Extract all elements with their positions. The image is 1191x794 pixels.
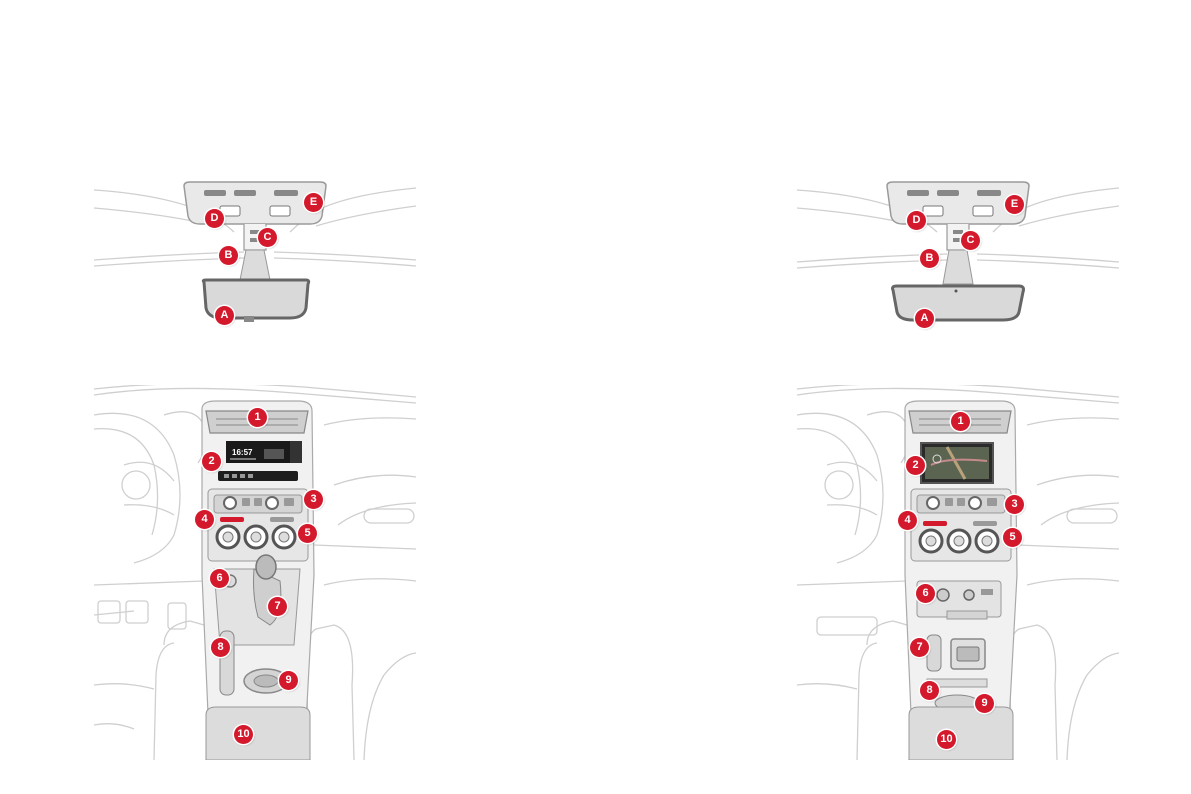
mirror-diagram-left: A B C D E bbox=[94, 180, 416, 330]
callout-a: A bbox=[915, 309, 934, 328]
mirror-diagram-right: A B C D E bbox=[797, 180, 1119, 335]
mirror-illustration-left bbox=[94, 181, 416, 322]
callout-e: E bbox=[1005, 195, 1024, 214]
callout-4: 4 bbox=[195, 510, 214, 529]
callout-10: 10 bbox=[234, 725, 253, 744]
callout-d: D bbox=[907, 211, 926, 230]
callout-b: B bbox=[920, 249, 939, 268]
callout-4: 4 bbox=[898, 511, 917, 530]
callout-6: 6 bbox=[916, 584, 935, 603]
callout-a: A bbox=[215, 306, 234, 325]
callout-7: 7 bbox=[268, 597, 287, 616]
display-time: 16:57 bbox=[232, 448, 253, 457]
callout-7: 7 bbox=[910, 638, 929, 657]
callout-3: 3 bbox=[1005, 495, 1024, 514]
console-illustration-left: 16:57 bbox=[94, 385, 416, 760]
callout-5: 5 bbox=[1003, 528, 1022, 547]
callout-3: 3 bbox=[304, 490, 323, 509]
callout-5: 5 bbox=[298, 524, 317, 543]
console-illustration-right bbox=[797, 385, 1119, 760]
callout-b: B bbox=[219, 246, 238, 265]
callout-1: 1 bbox=[951, 412, 970, 431]
callout-c: C bbox=[258, 228, 277, 247]
callout-d: D bbox=[205, 209, 224, 228]
callout-1: 1 bbox=[248, 408, 267, 427]
callout-8: 8 bbox=[211, 638, 230, 657]
console-diagram-left: 16:57 1 2 3 4 5 6 bbox=[94, 385, 416, 760]
callout-2: 2 bbox=[202, 452, 221, 471]
mirror-illustration-right bbox=[797, 181, 1119, 322]
callout-6: 6 bbox=[210, 569, 229, 588]
console-diagram-right: 1 2 3 4 5 6 7 8 9 10 bbox=[797, 385, 1119, 760]
callout-2: 2 bbox=[906, 456, 925, 475]
callout-c: C bbox=[961, 231, 980, 250]
callout-e: E bbox=[304, 193, 323, 212]
callout-10: 10 bbox=[937, 730, 956, 749]
callout-8: 8 bbox=[920, 681, 939, 700]
callout-9: 9 bbox=[279, 671, 298, 690]
callout-9: 9 bbox=[975, 694, 994, 713]
